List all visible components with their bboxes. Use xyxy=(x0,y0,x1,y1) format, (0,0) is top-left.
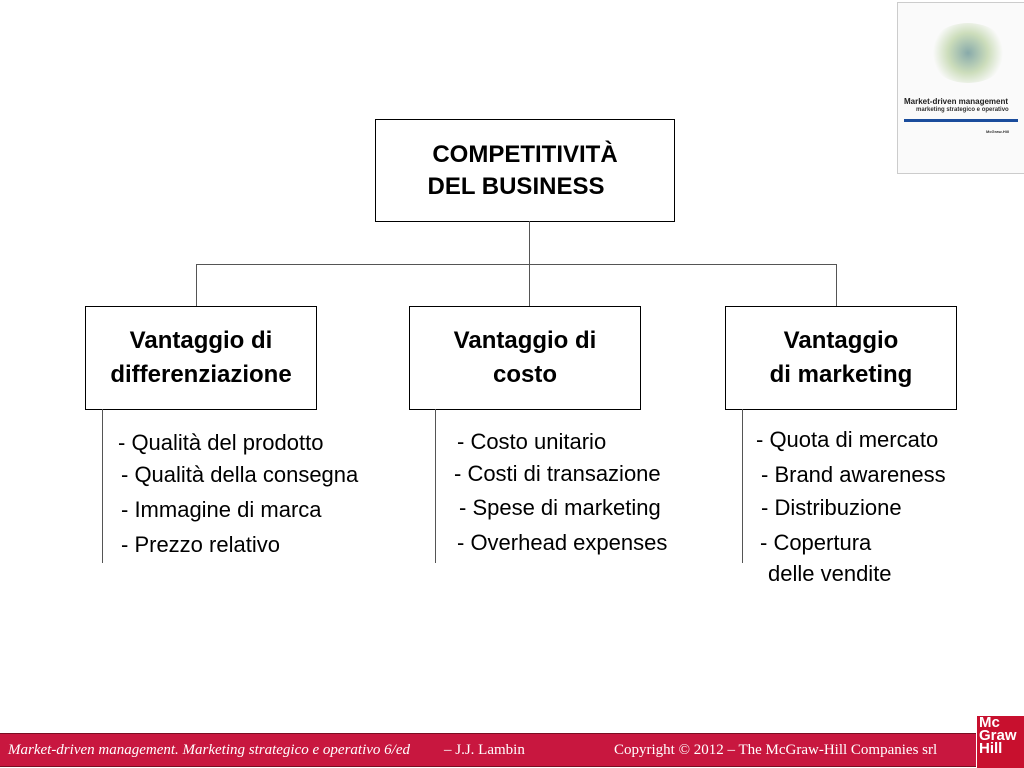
branch-differenziazione: Vantaggio di differenziazione xyxy=(85,306,317,410)
connector xyxy=(529,221,530,265)
branch-marketing: Vantaggio di marketing xyxy=(725,306,957,410)
cover-publisher: McGraw-Hill xyxy=(986,129,1010,134)
footer-bar: Market-driven management. Marketing stra… xyxy=(0,733,976,767)
cover-subtitle: marketing strategico e operativo xyxy=(916,107,1009,113)
list-item: - Prezzo relativo xyxy=(121,532,280,557)
list-item: - Qualità del prodotto xyxy=(118,430,324,455)
list-item: - Overhead expenses xyxy=(457,530,668,555)
list-item: - Spese di marketing xyxy=(459,495,661,520)
cover-title: Market-driven management xyxy=(904,97,1009,106)
footer-author: – J.J. Lambin xyxy=(444,742,525,758)
branch-line1: Vantaggio di xyxy=(453,327,597,354)
list-item: - Brand awareness xyxy=(761,462,946,487)
branch-line2: differenziazione xyxy=(110,361,292,388)
list-item: - Costo unitario xyxy=(457,429,607,454)
root-line1: COMPETITIVITÀ xyxy=(432,140,618,168)
item-bracket xyxy=(742,409,743,563)
cover-stripe xyxy=(904,119,1018,122)
list-item: - Costi di transazione xyxy=(454,461,661,486)
root-node: COMPETITIVITÀ DEL BUSINESS xyxy=(375,119,675,222)
branch-line1: Vantaggio di xyxy=(129,327,273,354)
branch-line2: costo xyxy=(492,361,557,388)
cover-illustration xyxy=(928,23,1008,83)
list-item: - Distribuzione xyxy=(761,495,902,520)
connector xyxy=(196,264,197,306)
list-item: delle vendite xyxy=(768,561,892,586)
book-cover: Market-driven management marketing strat… xyxy=(897,2,1024,174)
branch-line1: Vantaggio xyxy=(783,327,899,354)
item-bracket xyxy=(435,409,436,563)
footer-title: Market-driven management. Marketing stra… xyxy=(8,742,410,758)
list-item: - Copertura xyxy=(760,530,872,555)
list-item: - Quota di mercato xyxy=(756,427,939,452)
list-item: - Immagine di marca xyxy=(121,497,322,522)
connector xyxy=(529,264,530,306)
footer-copyright: Copyright © 2012 – The McGraw-Hill Compa… xyxy=(614,742,938,758)
branch-costo: Vantaggio di costo xyxy=(409,306,641,410)
list-item: - Qualità della consegna xyxy=(121,462,359,487)
branch-line2: di marketing xyxy=(769,361,913,388)
root-line2: DEL BUSINESS xyxy=(427,172,605,200)
connector xyxy=(836,264,837,306)
item-bracket xyxy=(102,409,103,563)
connector xyxy=(196,264,837,265)
